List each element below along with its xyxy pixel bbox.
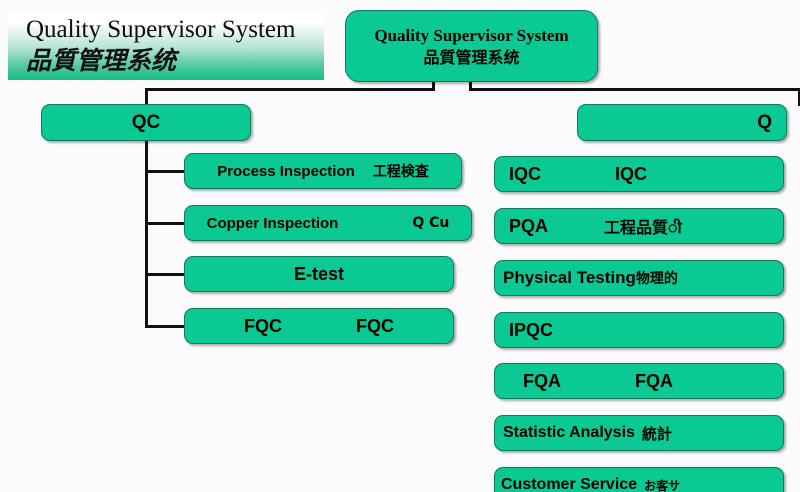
node-physical-testing-label-en: Physical Testing: [503, 268, 636, 287]
node-pqa[interactable]: PQA 工程品質ी: [494, 208, 784, 244]
node-e-test-label-en: E-test: [293, 263, 344, 284]
node-root-label-cn: 品質管理系统: [423, 47, 520, 67]
connector-drop-qc: [145, 88, 148, 106]
node-qc-head[interactable]: QC: [41, 104, 251, 141]
node-physical-testing[interactable]: Physical Testing 物理的: [494, 260, 784, 296]
node-root-label-en: Quality Supervisor System: [374, 25, 569, 45]
banner-title-cn: 品質管理系统: [26, 46, 177, 75]
node-ipqc-label-en: IPQC: [509, 319, 554, 340]
node-qa-head[interactable]: Q: [577, 104, 787, 141]
node-statistic-analysis-label-cn: 統計: [641, 424, 672, 443]
node-ipqc[interactable]: IPQC: [494, 312, 784, 348]
node-physical-testing-label-cn: 物理的: [635, 271, 678, 287]
node-pqa-label-en: PQA: [509, 215, 549, 236]
node-copper-inspection-label-en: Copper Inspection: [206, 214, 339, 232]
node-customer-service-label-cn: お客サ: [644, 478, 681, 492]
node-iqc-label-cn: IQC: [615, 163, 648, 184]
connector-root-left-stub: [432, 82, 435, 90]
node-fqa-label-en: FQA: [523, 370, 561, 391]
node-iqc-label-en: IQC: [509, 163, 542, 184]
connector-branch-qc-3: [145, 273, 185, 276]
connector-root-right-stub: [469, 82, 472, 90]
node-statistic-analysis[interactable]: Statistic Analysis 統計: [494, 415, 784, 451]
node-copper-inspection[interactable]: Copper Inspection Q Cu: [184, 205, 472, 241]
connector-drop-qa: [798, 88, 800, 106]
connector-bus-left: [145, 88, 435, 91]
connector-branch-qc-4: [145, 325, 185, 328]
node-statistic-analysis-label-en: Statistic Analysis: [503, 424, 635, 441]
node-root-quality-supervisor-system[interactable]: Quality Supervisor System 品質管理系统: [345, 10, 598, 82]
node-e-test[interactable]: E-test: [184, 256, 454, 292]
node-qc-head-label: QC: [131, 111, 161, 133]
node-fqc[interactable]: FQC FQC: [184, 308, 454, 344]
node-fqa[interactable]: FQA FQA: [494, 363, 784, 399]
node-iqc[interactable]: IQC IQC: [494, 156, 784, 192]
connector-branch-qc-1: [145, 170, 185, 173]
node-customer-service-label-en: Customer Service: [501, 476, 638, 492]
connector-bus-right: [469, 88, 800, 91]
node-fqc-label-en: FQC: [244, 315, 282, 336]
banner-header: Quality Supervisor System 品質管理系统: [8, 12, 324, 80]
banner-title-en: Quality Supervisor System: [26, 16, 296, 43]
node-customer-service[interactable]: Customer Service お客サ: [494, 467, 784, 492]
node-copper-inspection-label-cn: Q Cu: [412, 215, 450, 231]
node-process-inspection-label-cn: 工程検査: [372, 164, 429, 180]
node-process-inspection[interactable]: Process Inspection 工程検査: [184, 153, 462, 189]
node-fqa-label-cn: FQA: [635, 370, 673, 391]
connector-trunk-qc: [145, 140, 148, 326]
connector-branch-qc-2: [145, 222, 185, 225]
node-qa-head-label: Q: [757, 111, 772, 133]
node-fqc-label-cn: FQC: [356, 315, 394, 336]
node-process-inspection-label-en: Process Inspection: [217, 162, 355, 180]
node-pqa-label-cn: 工程品質ी: [604, 218, 682, 237]
